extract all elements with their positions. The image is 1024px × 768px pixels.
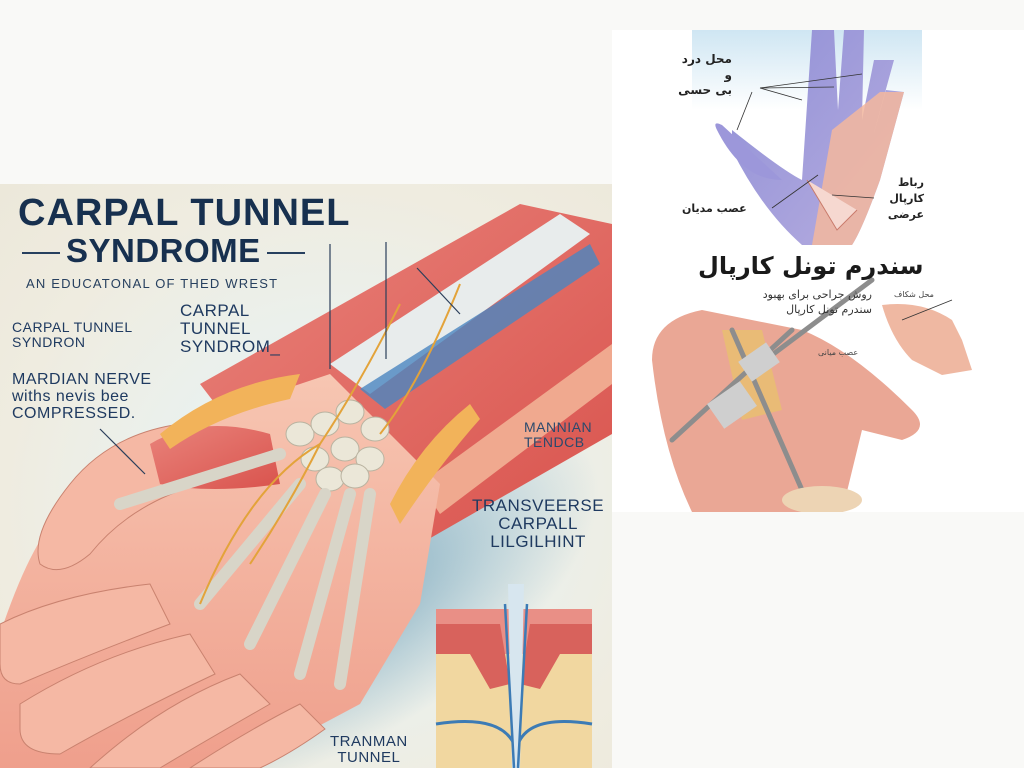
label-line: withs nevis bee [12,387,129,405]
hand-and-surgery-illustration [652,30,972,512]
label-line: بی حسی [678,83,732,98]
label-carpal-tunnel-small: CARPAL TUNNEL SYNDRON [12,320,133,349]
label-pain-numbness: محل درد و بی حسی [672,52,732,99]
surgery-caption: روش جراحی برای بهبود سندرم تونل کارپال [754,288,872,318]
label-line: روش جراحی برای بهبود [762,288,872,301]
label-line: TRANMAN [330,733,408,750]
label-line: COMPRESSED. [12,404,136,422]
poster-subtitle: AN EDUCATONAL OF THED WREST [26,276,279,291]
carpal-tunnel-poster: CARPAL TUNNEL SYNDROME AN EDUCATONAL OF … [0,184,612,768]
label-line: SYNDROM_ [180,336,281,356]
label-transverse-ligament-fa: رباط کارپال عرضی [874,175,924,223]
label-line: TUNNEL [180,318,252,338]
label-line: TENDCB [524,433,585,450]
poster-title-text: SYNDROME [66,232,261,269]
label-line: MANNIAN [524,419,593,435]
label-line: TUNNEL [337,748,401,766]
label-line: رباط [897,176,924,189]
label-median-tendon: MANNIAN TENDCB [524,420,592,449]
label-transverse-carpal-ligament: TRANSVEERSE CARPALL LILGILHINT [472,497,604,551]
label-line: CARPALL [498,513,578,533]
poster-title-line2: SYNDROME [16,232,311,269]
label-line: کارپال [889,191,924,205]
label-median-nerve: MARDIAN NERVE withs nevis bee COMPRESSED… [12,371,152,422]
hand-anatomy-illustration [0,204,612,768]
label-line: محل درد و [681,52,732,82]
persian-carpal-tunnel-panel: محل درد و بی حسی عصب مدیان رباط کارپال ع… [612,30,1024,512]
label-line: CARPAL TUNNEL [12,319,133,335]
label-line: TRANSVEERSE [472,496,605,515]
label-line: SYNDRON [12,333,86,350]
label-line: سندرم تونل کارپال [786,302,872,316]
label-line: عرضی [887,207,924,221]
poster-title-line1: CARPAL TUNNEL [18,192,351,234]
cross-section-inset [435,584,593,768]
label-line: LILGILHINT [490,531,586,551]
label-line: CARPAL [180,301,250,320]
label-incision: محل شکاف [894,290,934,299]
label-carpal-tunnel-right: CARPAL TUNNEL SYNDROM_ [180,302,280,356]
label-line: MARDIAN NERVE [12,371,152,388]
label-median-nerve-fa: عصب مدیان [682,202,747,215]
panel-title-fa: سندرم تونل کارپال [698,252,924,280]
label-tunnel: TRANMAN TUNNEL [330,734,408,766]
label-nerve: عصب میانی [818,348,859,357]
